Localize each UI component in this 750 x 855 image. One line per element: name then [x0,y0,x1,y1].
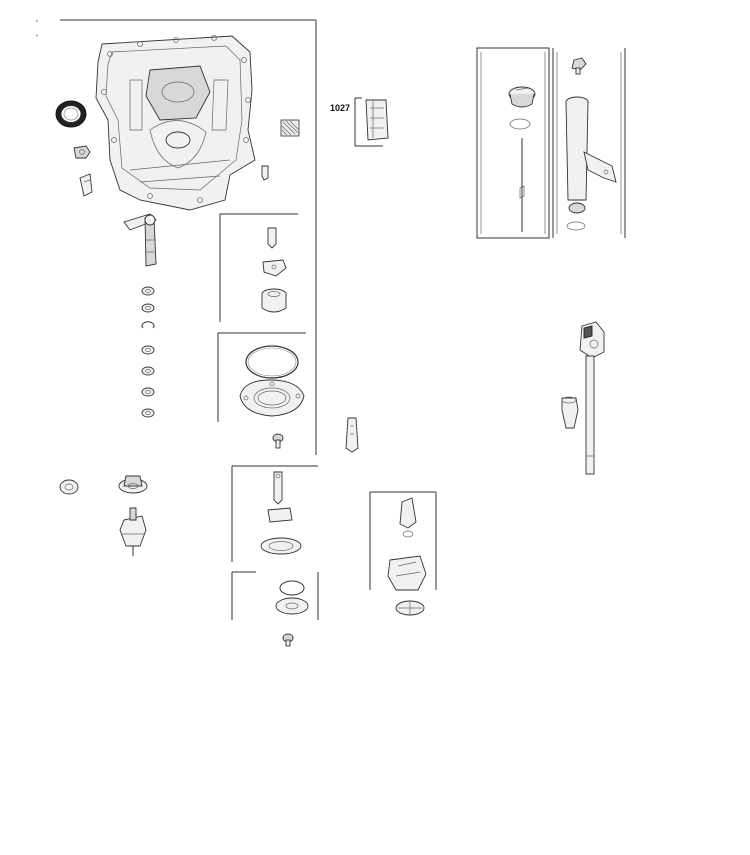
dowel-pin-part[interactable] [345,417,359,453]
gear-part[interactable] [118,475,148,494]
governor-shaft-part[interactable] [123,213,157,267]
governor-gear-part[interactable] [261,227,287,313]
crankcase-part[interactable] [95,35,256,211]
gasket-plate-part[interactable] [239,379,305,417]
clip-part[interactable] [79,173,93,197]
pump-kit-bracket [369,491,437,590]
breather-filter-part[interactable] [280,119,300,137]
pump-body-part[interactable] [387,497,427,616]
fitting-part[interactable] [561,396,579,429]
lower-shaft-part[interactable] [260,471,302,555]
pin-part[interactable] [261,165,269,181]
ref-1027-part[interactable] [365,99,389,141]
crankcase-group-bracket [60,19,317,455]
cam-gear-part[interactable] [119,507,147,556]
o-ring-part[interactable] [245,345,299,379]
oil-seal-part[interactable] [55,100,87,128]
dipstick-kit-bracket [476,47,550,239]
tube-screw-part[interactable] [571,57,587,75]
lower-screw-part[interactable] [282,633,294,647]
bushing-part[interactable] [59,479,79,495]
dipstick-part[interactable] [508,86,536,232]
cover-subset-bracket [231,571,319,620]
screw-part[interactable] [272,433,284,449]
pump-shaft-assembly[interactable] [579,321,605,475]
ref-1027-group: 1027 [330,97,383,147]
cover-kit-bracket [217,332,306,422]
governor-kit-bracket [219,213,298,322]
plug-part[interactable] [73,145,91,159]
ref-label-1027: 1027 [330,103,350,113]
oil-fill-tube-part[interactable] [565,96,617,231]
oil-fill-tube-bracket [552,48,626,238]
washer-stack[interactable] [141,286,155,418]
lower-kit-bracket [231,465,318,562]
corner-marks [35,19,39,37]
lower-ring-part[interactable] [275,580,309,615]
